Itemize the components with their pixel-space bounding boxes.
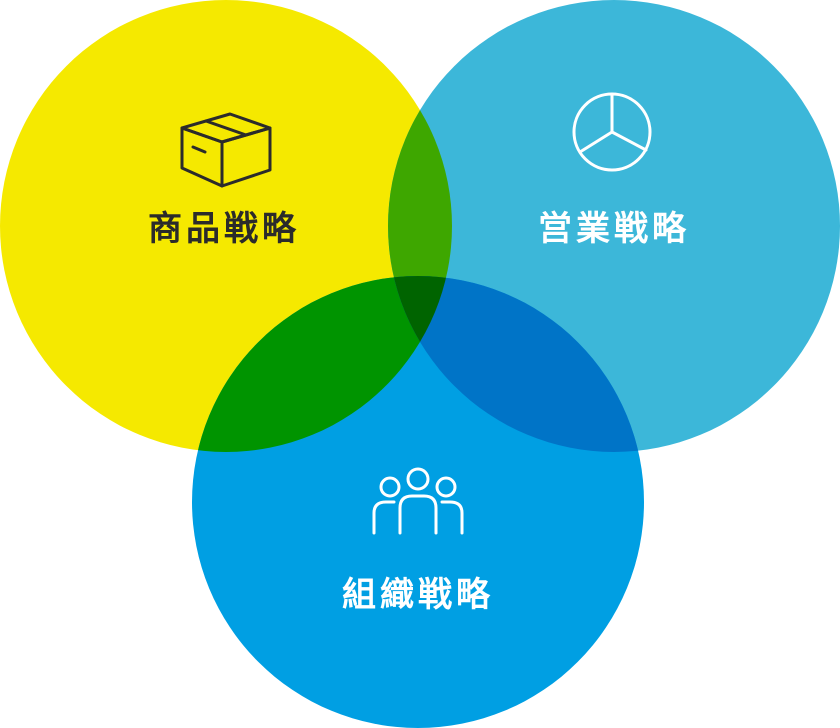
people-icon <box>372 467 464 535</box>
label-sales: 営業戦略 <box>538 209 690 249</box>
overlap-sales-organization <box>388 276 644 452</box>
overlap-product-organization <box>192 276 452 452</box>
label-organization: 組織戦略 <box>342 575 494 615</box>
box-icon <box>180 112 272 188</box>
pie-chart-icon <box>572 92 652 172</box>
label-product: 商品戦略 <box>148 209 300 249</box>
